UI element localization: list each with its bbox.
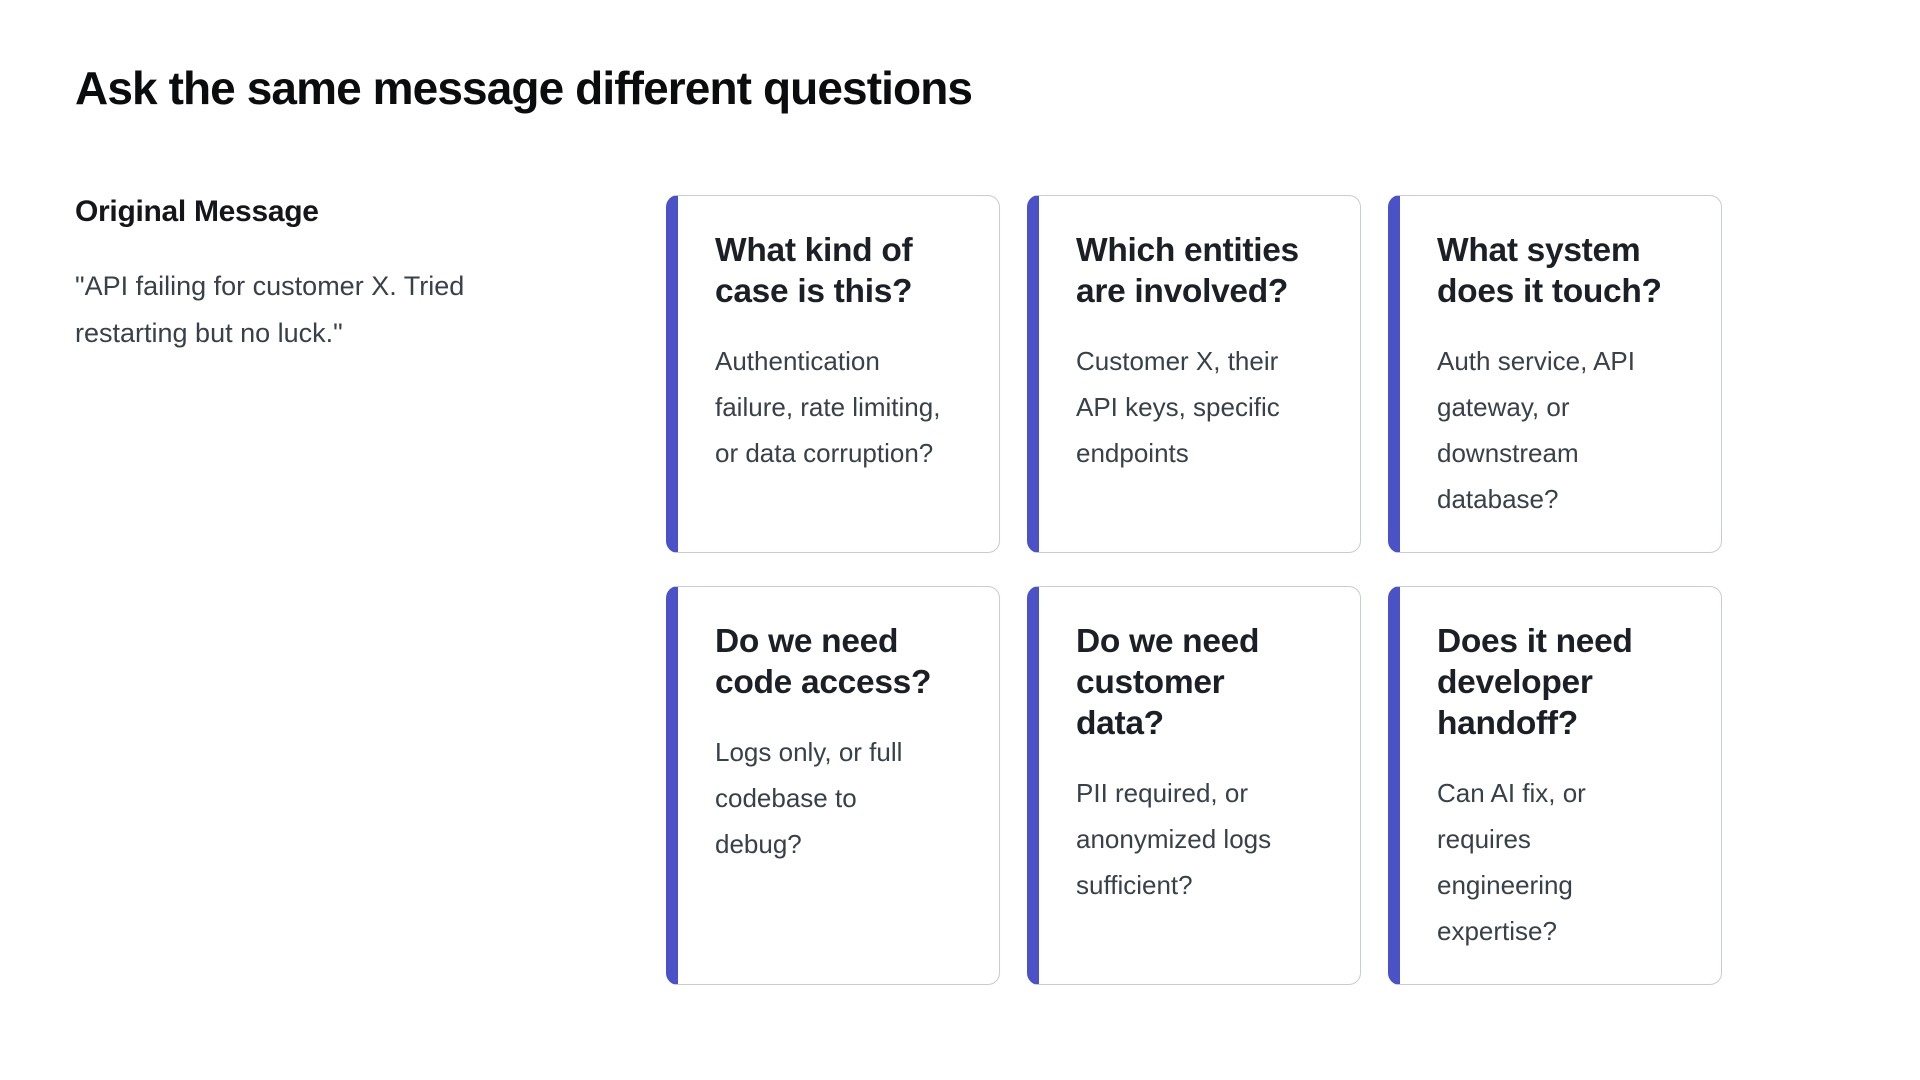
card-title: Do we need code access? bbox=[715, 622, 932, 701]
questions-grid: What kind of case is this? Authenticatio… bbox=[666, 194, 1722, 985]
card-body: Logs only, or full codebase to debug? bbox=[715, 736, 903, 859]
card-title: What system does it touch? bbox=[1437, 231, 1662, 310]
question-card: What kind of case is this? Authenticatio… bbox=[666, 194, 1000, 553]
card-body: Can AI fix, or requires engineering expe… bbox=[1437, 777, 1586, 946]
original-message-quote: "API failing for customer X. Tried resta… bbox=[75, 270, 465, 348]
original-message-label: Original Message bbox=[75, 194, 319, 228]
content-row: Original Message "API failing for custom… bbox=[75, 194, 1845, 985]
question-card: What system does it touch? Auth service,… bbox=[1388, 194, 1722, 553]
card-body: PII required, or anonymized logs suffici… bbox=[1076, 777, 1272, 900]
card-body: Customer X, their API keys, specific end… bbox=[1076, 345, 1280, 468]
question-card: Do we need customer data? PII required, … bbox=[1027, 585, 1361, 985]
question-card: Which entities are involved? Customer X,… bbox=[1027, 194, 1361, 553]
card-title: Does it need developer handoff? bbox=[1437, 622, 1633, 742]
card-body: Auth service, API gateway, or downstream… bbox=[1437, 345, 1635, 514]
card-body: Authentication failure, rate limiting, o… bbox=[715, 345, 941, 468]
question-card: Do we need code access? Logs only, or fu… bbox=[666, 585, 1000, 985]
original-message-section: Original Message "API failing for custom… bbox=[75, 195, 570, 357]
question-card: Does it need developer handoff? Can AI f… bbox=[1388, 585, 1722, 985]
page-title: Ask the same message different questions bbox=[75, 62, 973, 114]
card-title: Do we need customer data? bbox=[1076, 622, 1260, 742]
card-title: What kind of case is this? bbox=[715, 231, 913, 310]
card-title: Which entities are involved? bbox=[1076, 231, 1299, 310]
